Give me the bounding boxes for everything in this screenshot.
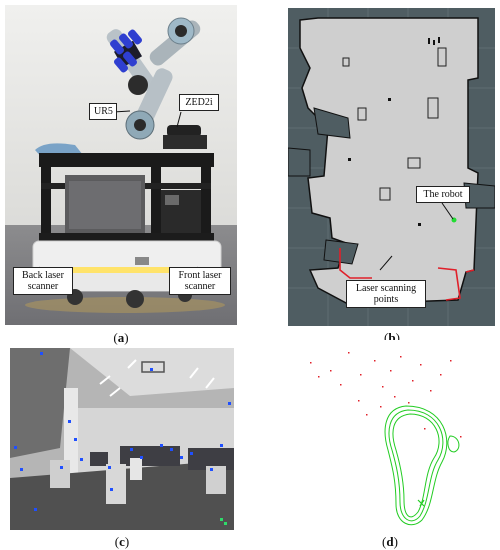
map-free-space [299, 17, 479, 305]
ceiling-lights [99, 359, 215, 397]
zed2i-camera [167, 125, 201, 137]
caption-b: (b) [384, 330, 400, 345]
trajectory-svg [310, 352, 462, 526]
laser-scan-points [339, 248, 475, 301]
camera-view-illustration [10, 348, 234, 530]
caption-a: (a) [113, 330, 129, 345]
map-furniture [342, 47, 447, 201]
map-points [310, 352, 462, 438]
green-feature-points [220, 518, 227, 525]
panel-d-trajectory-plot [300, 340, 490, 530]
label-ur5: UR5 [89, 103, 117, 120]
panel-b-occupancy-map: The robot Laser scanning points [288, 8, 495, 326]
trajectory-start-marker [417, 499, 425, 507]
label-zed2i: ZED2i [179, 94, 219, 111]
caption-d: (d) [382, 534, 398, 549]
label-laser-scanning-points: Laser scanning points [346, 280, 426, 308]
camera-trajectory [384, 405, 460, 526]
occupancy-map-svg [288, 8, 495, 326]
caption-c: (c) [114, 534, 130, 549]
robot-cart-frame [39, 153, 214, 260]
label-front-laser-scanner: Front laser scanner [169, 267, 231, 295]
panel-c-camera-view [10, 348, 234, 530]
panel-a-robot-photo: UR5 ZED2i Back laser scanner Front laser… [5, 5, 237, 325]
label-the-robot: The robot [416, 186, 470, 203]
gripper [110, 29, 143, 73]
label-back-laser-scanner: Back laser scanner [13, 267, 73, 295]
feature-points [14, 352, 231, 511]
map-noise [348, 37, 440, 226]
map-obstacles [288, 107, 495, 265]
